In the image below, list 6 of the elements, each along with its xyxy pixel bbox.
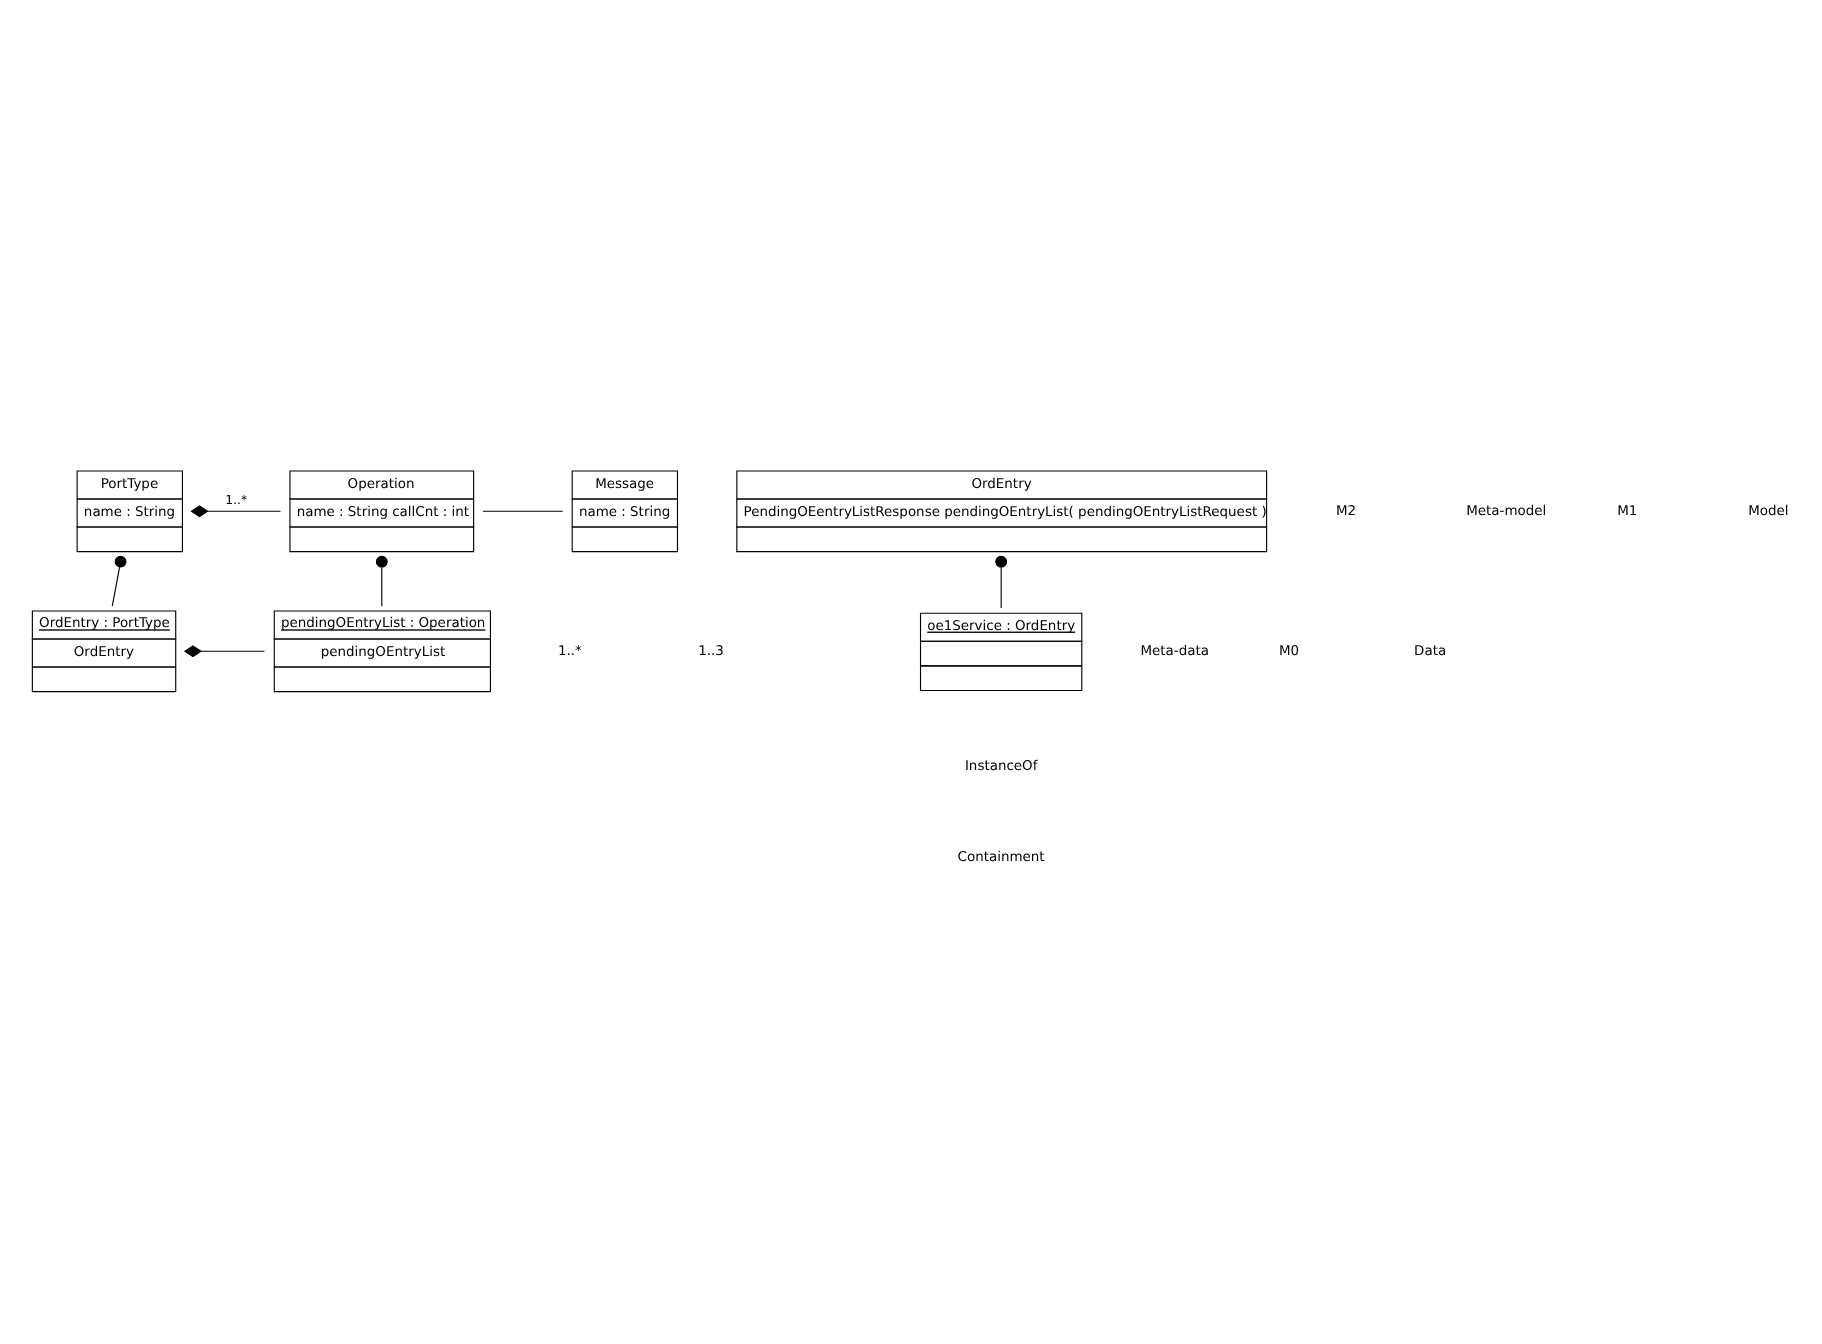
connector [482, 510, 564, 512]
connector [183, 645, 266, 658]
connector [995, 555, 1008, 609]
connector [375, 555, 388, 607]
connector [111, 555, 127, 607]
connector [190, 505, 282, 518]
